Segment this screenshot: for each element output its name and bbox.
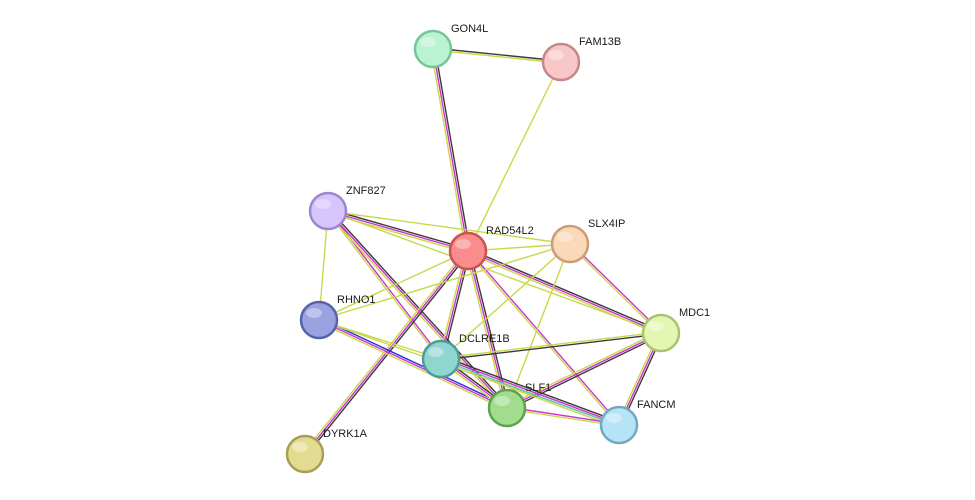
node-dyrk1a[interactable]: DYRK1A — [285, 428, 368, 474]
node-dclre1b[interactable]: DCLRE1B — [421, 333, 510, 379]
edge-evidence-line — [466, 252, 661, 336]
node-label: SLX4IP — [588, 218, 625, 230]
edge-rhno1-slf1 — [317, 317, 509, 411]
node-highlight — [428, 347, 444, 357]
node-highlight — [606, 413, 622, 423]
edge-evidence-line — [466, 251, 619, 427]
edge-evidence-line — [327, 210, 662, 334]
edge-evidence-line — [440, 359, 619, 427]
edge-evidence-line — [318, 319, 508, 409]
edge-evidence-line — [317, 321, 507, 411]
edge-evidence-line — [318, 243, 571, 321]
node-highlight — [494, 396, 510, 406]
edge-evidence-line — [318, 250, 469, 321]
node-circle[interactable] — [541, 42, 581, 82]
edge-dclre1b-fancm — [439, 355, 621, 429]
edge-evidence-line — [327, 210, 571, 245]
node-label: ZNF827 — [346, 185, 386, 197]
edge-evidence-line — [304, 250, 469, 455]
edge-evidence-line — [467, 250, 662, 334]
edge-evidence-line — [439, 361, 619, 429]
node-circle[interactable] — [421, 339, 461, 379]
edge-evidence-line — [434, 48, 471, 251]
node-mdc1[interactable]: MDC1 — [641, 307, 710, 353]
edge-slx4ip-mdc1 — [568, 242, 663, 335]
edge-gon4l-rad54l2 — [430, 48, 471, 252]
edge-evidence-line — [506, 332, 662, 409]
edge-evidence-line — [568, 244, 661, 335]
node-label: FAM13B — [579, 36, 621, 48]
edge-evidence-line — [440, 243, 571, 360]
node-label: RAD54L2 — [486, 225, 534, 237]
node-fancm[interactable]: FANCM — [599, 399, 676, 445]
node-highlight — [455, 239, 471, 249]
edge-znf827-mdc1 — [327, 210, 662, 334]
edge-evidence-line — [468, 249, 621, 425]
node-label: SLF1 — [525, 382, 551, 394]
edge-evidence-line — [430, 49, 467, 252]
edge-gon4l-fam13b — [432, 47, 562, 64]
edge-evidence-line — [327, 210, 469, 252]
edge-slx4ip-rhno1 — [318, 243, 571, 321]
node-highlight — [315, 199, 331, 209]
node-circle[interactable] — [413, 29, 453, 69]
node-highlight — [557, 232, 573, 242]
edge-evidence-line — [441, 333, 662, 361]
node-highlight — [420, 37, 436, 47]
node-circle[interactable] — [448, 231, 488, 271]
node-label: DCLRE1B — [459, 333, 510, 345]
node-gon4l[interactable]: GON4L — [413, 23, 488, 69]
node-label: DYRK1A — [323, 428, 368, 440]
node-rhno1[interactable]: RHNO1 — [299, 294, 376, 340]
node-label: RHNO1 — [337, 294, 376, 306]
edge-evidence-line — [328, 208, 469, 250]
node-circle[interactable] — [299, 300, 339, 340]
node-label: FANCM — [637, 399, 676, 411]
node-label: MDC1 — [679, 307, 710, 319]
edge-evidence-line — [306, 251, 471, 456]
edge-evidence-line — [432, 48, 469, 252]
edge-rad54l2-rhno1 — [318, 250, 469, 321]
node-znf827[interactable]: ZNF827 — [308, 185, 386, 231]
node-circle[interactable] — [285, 434, 325, 474]
edge-evidence-line — [326, 211, 507, 410]
edge-evidence-line — [440, 331, 661, 359]
edge-evidence-line — [467, 61, 562, 252]
edge-evidence-line — [319, 317, 509, 407]
edge-evidence-line — [432, 49, 561, 64]
edge-slx4ip-dclre1b — [440, 243, 571, 360]
edge-znf827-slx4ip — [327, 210, 571, 245]
edge-evidence-line — [507, 334, 663, 411]
edge-evidence-line — [441, 357, 620, 425]
node-circle[interactable] — [550, 224, 590, 264]
node-circle[interactable] — [641, 313, 681, 353]
node-rad54l2[interactable]: RAD54L2 — [448, 225, 534, 271]
edge-slx4ip-slf1 — [506, 243, 571, 409]
edge-evidence-line — [433, 47, 562, 62]
edge-evidence-line — [570, 242, 663, 333]
node-circle[interactable] — [599, 405, 639, 445]
node-label: GON4L — [451, 23, 488, 35]
edge-evidence-line — [506, 243, 571, 409]
node-highlight — [548, 50, 564, 60]
node-highlight — [292, 442, 308, 452]
node-slf1[interactable]: SLF1 — [487, 382, 551, 428]
node-highlight — [306, 308, 322, 318]
edge-rad54l2-fancm — [466, 249, 621, 427]
node-slx4ip[interactable]: SLX4IP — [550, 218, 625, 264]
node-circle[interactable] — [308, 191, 348, 231]
edge-evidence-line — [468, 248, 663, 332]
node-fam13b[interactable]: FAM13B — [541, 36, 621, 82]
edge-fam13b-rad54l2 — [467, 61, 562, 252]
node-circle[interactable] — [487, 388, 527, 428]
edge-evidence-line — [441, 355, 621, 423]
node-highlight — [648, 321, 664, 331]
edge-evidence-line — [326, 211, 441, 361]
edge-mdc1-dclre1b — [440, 331, 662, 361]
